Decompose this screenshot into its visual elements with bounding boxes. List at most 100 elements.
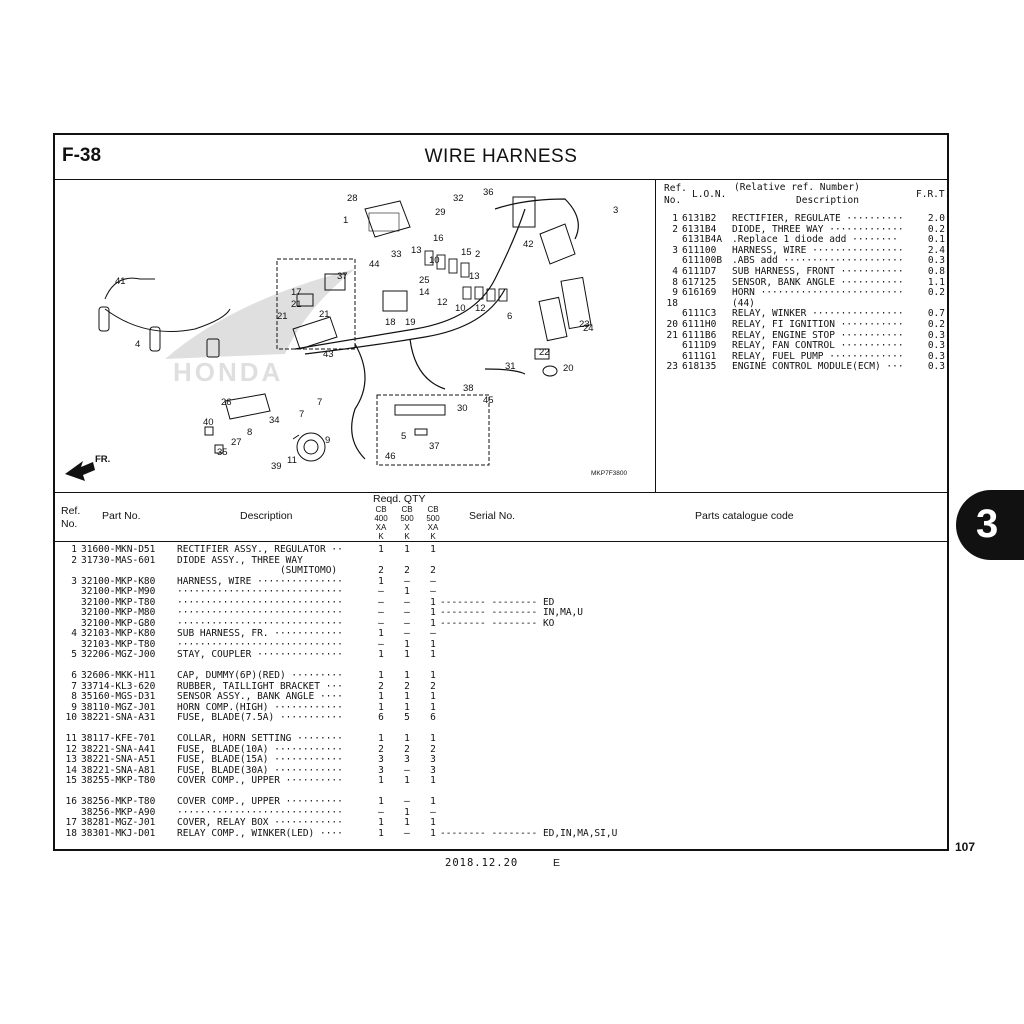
parts-cell-desc: FUSE, BLADE(15A) ············: [177, 754, 343, 765]
ref-cell-desc: SENSOR, BANK ANGLE ···········: [732, 276, 904, 288]
parts-cell-no: 17: [65, 817, 77, 828]
ref-cell-frt: 0.3: [927, 255, 945, 267]
parts-cell-qty: 2: [404, 680, 410, 692]
ref-cell-frt: 0.1: [927, 234, 945, 246]
parts-cell-desc: ·····························: [177, 586, 343, 597]
parts-cell-serial: -------- -------- KO: [440, 617, 555, 629]
callout-number: 27: [231, 437, 242, 448]
parts-cell-qty: 2: [378, 565, 384, 576]
parts-cell-pn: 32100-MKP-M90: [81, 586, 156, 597]
qty-column-line: XA: [375, 523, 387, 532]
callout-number: 12: [475, 303, 486, 314]
parts-cell-qty: –: [430, 806, 436, 818]
ref-cell-frt: 0.2: [927, 287, 945, 299]
parts-cell-qty: 3: [378, 764, 384, 776]
parts-cell-qty: 1: [404, 775, 410, 786]
parts-cell-qty: 1: [430, 691, 436, 702]
callout-number: 33: [391, 249, 402, 260]
parts-cell-qty: 1: [404, 649, 410, 660]
ref-cell-lon: 618135: [682, 361, 717, 373]
parts-cell-desc: FUSE, BLADE(30A) ············: [177, 764, 343, 776]
callout-number: 15: [461, 247, 472, 258]
callout-number: 21: [319, 309, 330, 320]
ref-cell-lon: 6111H0: [682, 319, 717, 330]
ref-row: 18(44): [656, 298, 947, 309]
parts-cell-no: 5: [71, 649, 77, 660]
page-header: F-38 WIRE HARNESS: [55, 135, 947, 180]
parts-cell-qty: 1: [430, 733, 436, 744]
callout-number: 40: [203, 417, 214, 428]
ref-cell-frt: 0.7: [927, 308, 945, 320]
parts-cell-qty: –: [404, 575, 410, 587]
ref-cell-lon: 6131B4A: [682, 234, 723, 246]
parts-cell-qty: 1: [430, 638, 436, 650]
parts-row: 32100-MKP-G80···························…: [55, 618, 947, 629]
parts-cell-no: 1: [71, 544, 77, 555]
page-title: WIRE HARNESS: [424, 146, 578, 167]
parts-cell-no: 18: [65, 827, 77, 839]
footer-date: 2018.12.20: [445, 857, 519, 869]
parts-cell-qty: 2: [404, 565, 410, 576]
callout-number: 10: [429, 255, 440, 266]
ref-cell-lon: 611100: [682, 244, 717, 256]
callout-number: 35: [217, 447, 228, 458]
parts-cell-qty: 1: [404, 701, 410, 713]
ref-cell-lon: 617125: [682, 276, 717, 288]
parts-cell-qty: 2: [430, 680, 436, 692]
callout-number: 8: [247, 427, 252, 438]
ref-header-description: Description: [796, 195, 859, 206]
ref-cell-lon: 616169: [682, 287, 717, 299]
parts-header-no: No.: [61, 518, 78, 530]
ref-cell-frt: 0.3: [927, 361, 945, 373]
callout-number: 37: [429, 441, 440, 452]
ref-header-frt: F.R.T.: [916, 189, 951, 200]
parts-cell-pn: 38117-KFE-701: [81, 733, 156, 744]
parts-cell-no: 16: [65, 796, 77, 807]
parts-cell-qty: 3: [430, 754, 436, 765]
callout-number: 42: [523, 239, 534, 250]
ref-cell-desc: .Replace 1 diode add ········: [732, 234, 898, 246]
parts-row: 32100-MKP-M80···························…: [55, 607, 947, 618]
front-arrow-label: FR.: [95, 454, 110, 465]
parts-cell-qty: –: [430, 575, 436, 587]
rectifier-part: [364, 200, 411, 238]
callout-number: 29: [435, 207, 446, 218]
watermark-text: HONDA: [173, 357, 283, 387]
parts-cell-qty: –: [378, 586, 384, 597]
parts-cell-qty: 1: [378, 670, 384, 681]
parts-cell-qty: –: [404, 617, 410, 629]
callout-number: 5: [401, 431, 406, 442]
ref-cell-desc: DIODE, THREE WAY ·············: [732, 223, 904, 235]
parts-cell-qty: –: [430, 628, 436, 639]
ref-cell-no: 9: [672, 287, 678, 299]
parts-cell-qty: 2: [378, 743, 384, 755]
parts-cell-desc: COVER, RELAY BOX ············: [177, 817, 343, 828]
parts-cell-qty: 3: [378, 754, 384, 765]
parts-cell-pn: 38256-MKP-A90: [81, 806, 156, 818]
parts-cell-no: 15: [65, 775, 77, 786]
parts-cell-pn: 33714-KL3-620: [81, 680, 156, 692]
callout-number: 30: [457, 403, 468, 414]
parts-cell-qty: 1: [430, 817, 436, 828]
callout-number: 28: [347, 193, 358, 204]
main-harness: [294, 198, 579, 460]
parts-cell-no: 2: [71, 554, 77, 566]
page-number: 107: [955, 840, 976, 854]
callout-number: 36: [483, 187, 494, 198]
parts-cell-qty: 1: [430, 827, 436, 839]
parts-cell-qty: 1: [430, 617, 436, 629]
callout-number: 12: [437, 297, 448, 308]
qty-column-line: 500: [400, 514, 414, 523]
ref-cell-desc: HARNESS, WIRE ················: [732, 244, 904, 256]
parts-cell-no: 13: [65, 754, 77, 765]
parts-cell-pn: 31600-MKN-D51: [81, 544, 156, 555]
